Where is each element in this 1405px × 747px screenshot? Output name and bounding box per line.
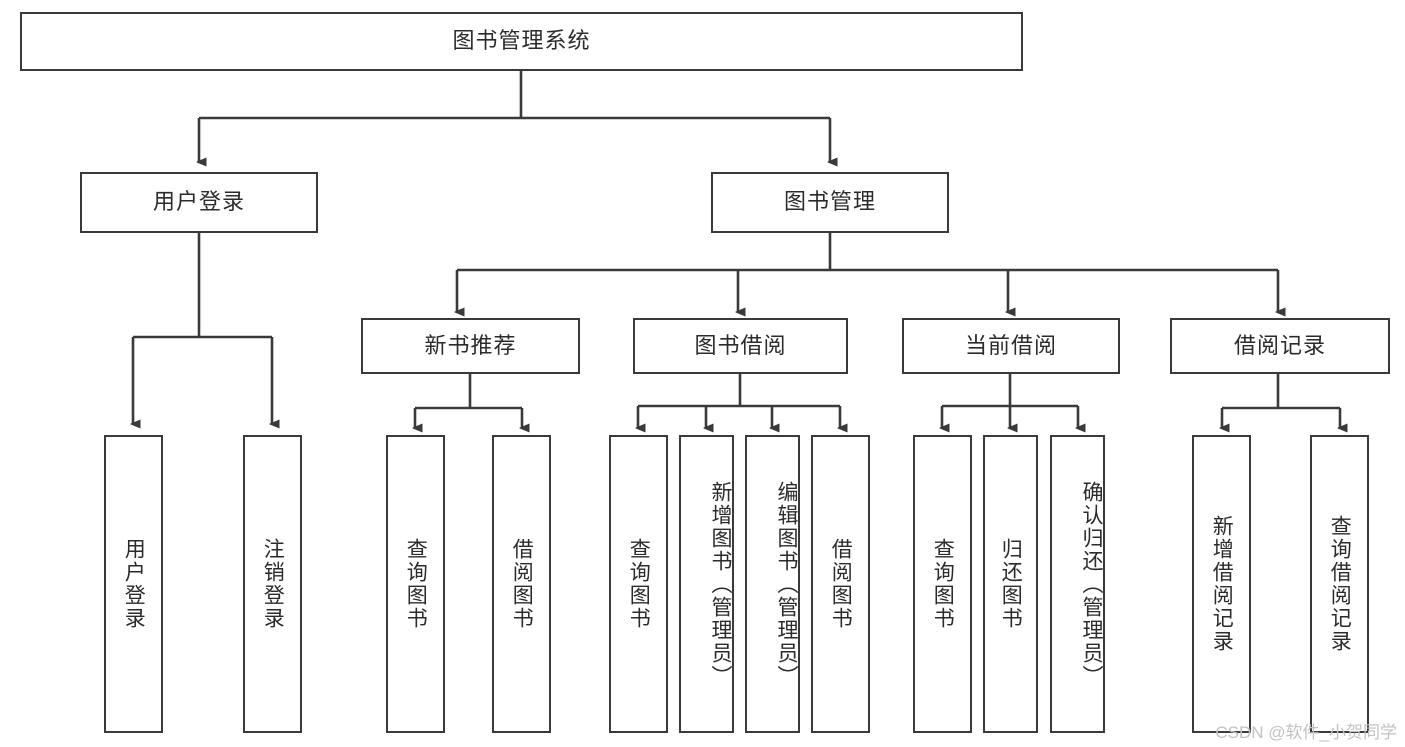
node-label: 新增图书（管理员）: [709, 480, 732, 688]
node-label: 用户登录: [122, 538, 146, 630]
leaf-borrow-book-recommend[interactable]: 借阅图书: [492, 435, 551, 733]
leaf-user-login[interactable]: 用户登录: [104, 435, 163, 733]
node-root-book-management-system[interactable]: 图书管理系统: [20, 12, 1023, 71]
leaf-query-book-current[interactable]: 查询图书: [913, 435, 972, 733]
node-label: 新书推荐: [424, 332, 517, 358]
leaf-query-book-borrow[interactable]: 查询图书: [609, 435, 668, 733]
node-label: 查询借阅记录: [1328, 515, 1352, 653]
leaf-borrow-book[interactable]: 借阅图书: [811, 435, 870, 733]
node-label: 注销登录: [261, 538, 285, 630]
node-label: 查询图书: [404, 538, 428, 630]
node-label: 编辑图书（管理员）: [775, 480, 798, 688]
leaf-return-book[interactable]: 归还图书: [983, 435, 1038, 733]
csdn-watermark: CSDN @软件_小贺同学: [1215, 723, 1397, 742]
node-label: 借阅记录: [1233, 332, 1326, 358]
node-book-management[interactable]: 图书管理: [711, 172, 949, 233]
node-label: 图书管理系统: [452, 28, 591, 54]
node-label: 图书借阅: [694, 332, 787, 358]
node-label: 查询图书: [627, 538, 651, 630]
node-label: 借阅图书: [510, 538, 534, 630]
node-label: 归还图书: [999, 538, 1023, 630]
node-current-borrow[interactable]: 当前借阅: [902, 318, 1120, 374]
leaf-logout-login[interactable]: 注销登录: [243, 435, 302, 733]
node-book-borrow[interactable]: 图书借阅: [633, 318, 848, 374]
leaf-query-book-recommend[interactable]: 查询图书: [386, 435, 445, 733]
node-label: 查询图书: [931, 538, 955, 630]
node-label: 借阅图书: [829, 538, 853, 630]
node-label: 用户登录: [152, 189, 245, 215]
leaf-add-borrow-record[interactable]: 新增借阅记录: [1192, 435, 1251, 733]
node-label: 确认归还（管理员）: [1080, 480, 1103, 688]
node-label: 当前借阅: [964, 332, 1057, 358]
node-label: 新增借阅记录: [1210, 515, 1234, 653]
leaf-confirm-return-admin[interactable]: 确认归还（管理员）: [1050, 435, 1105, 733]
leaf-query-borrow-record[interactable]: 查询借阅记录: [1310, 435, 1369, 733]
node-borrow-record[interactable]: 借阅记录: [1170, 318, 1390, 374]
leaf-edit-book-admin[interactable]: 编辑图书（管理员）: [745, 435, 800, 733]
leaf-add-book-admin[interactable]: 新增图书（管理员）: [679, 435, 734, 733]
node-user-login[interactable]: 用户登录: [80, 172, 318, 233]
node-label: 图书管理: [783, 189, 876, 215]
node-new-book-recommend[interactable]: 新书推荐: [361, 318, 580, 374]
